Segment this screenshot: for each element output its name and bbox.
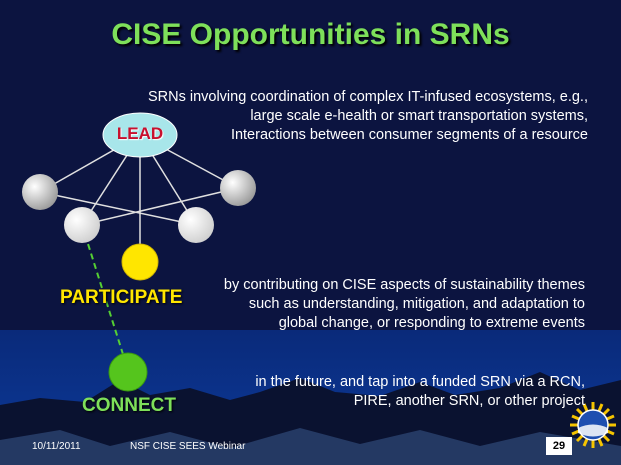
slide-title: CISE Opportunities in SRNs [111, 18, 510, 51]
lead-node [102, 112, 178, 158]
network-node-inner-left [64, 207, 100, 243]
footer-event: NSF CISE SEES Webinar [130, 441, 246, 452]
participate-label: PARTICIPATE [60, 287, 183, 308]
participate-line: such as understanding, mitigation, and a… [248, 296, 585, 312]
connect-label: CONNECT [82, 395, 176, 416]
mountain-highlights [0, 428, 621, 465]
connect-description: in the future, and tap into a funded SRN… [215, 373, 585, 411]
connect-node [108, 352, 148, 392]
network-node-outer-right [220, 170, 256, 206]
participate-description: by contributing on CISE aspects of susta… [190, 276, 585, 333]
connect-dashed-link [81, 224, 129, 371]
page-number: 29 [546, 437, 572, 455]
network-node-outer-left [22, 174, 58, 210]
lead-line: large scale e-health or smart transporta… [250, 108, 588, 124]
connect-line: PIRE, another SRN, or other project [353, 393, 585, 409]
lead-line: SRNs involving coordination of complex I… [147, 89, 588, 105]
participate-line: global change, or responding to extreme … [278, 315, 585, 331]
lead-label: LEAD [116, 124, 164, 143]
lead-line: Interactions between consumer segments o… [230, 127, 588, 143]
participate-node [121, 243, 159, 281]
participate-line: by contributing on CISE aspects of susta… [223, 277, 585, 293]
lead-description: SRNs involving coordination of complex I… [100, 88, 588, 145]
nsf-logo-icon [570, 402, 616, 448]
network-node-inner-right [178, 207, 214, 243]
connect-line: in the future, and tap into a funded SRN… [255, 374, 585, 390]
footer-date: 10/11/2011 [32, 441, 81, 452]
